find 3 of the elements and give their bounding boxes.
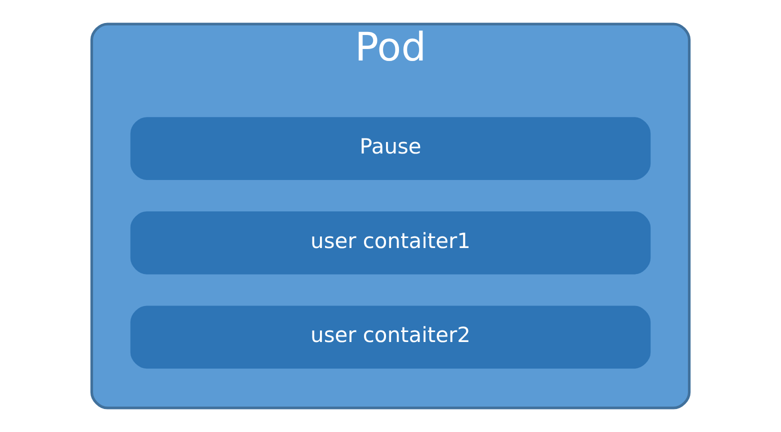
node-box: user contaiter2	[130, 306, 651, 369]
node-box: Pause	[130, 117, 651, 180]
node-box: user contaiter1	[130, 211, 651, 274]
